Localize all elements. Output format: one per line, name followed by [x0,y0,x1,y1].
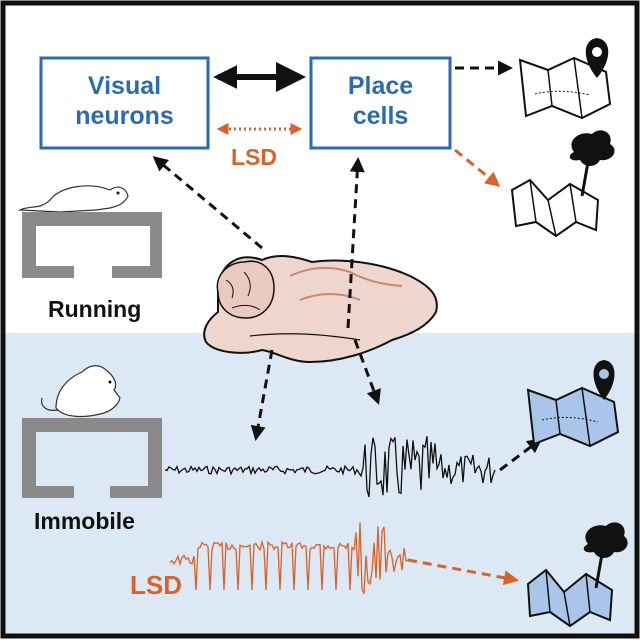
map-cloud-icon [510,130,615,238]
running-platform [22,212,162,278]
arrow-brain-to-visual [152,156,263,250]
visual-neurons-box [39,56,210,150]
brain-illustration [203,255,438,364]
immobile-platform [22,418,162,498]
running-label: Running [48,296,142,322]
lsd-signal-trace [169,522,412,595]
immobile-label: Immobile [34,508,135,534]
lsd-bottom-label: LSD [130,570,182,600]
visual-neurons-label: Visual neurons [75,72,174,130]
map-pin-icon [518,38,612,120]
arrow-to-map-2 [454,148,501,187]
blue-map-pin-icon [526,360,620,448]
arrow-brain-to-place [346,157,365,329]
rat-icon [17,185,129,213]
arrow-to-map-4 [407,558,519,586]
arrow-to-map-3 [499,438,543,472]
immobile-signal-trace [164,435,496,498]
lsd-top-label: LSD [231,144,277,170]
place-cells-box [309,56,452,150]
place-cells-label: Place cells [347,72,414,130]
immobile-rat-icon [41,365,121,418]
blue-map-cloud-icon [526,522,628,628]
arrow-brain-to-signal-2 [353,339,381,405]
